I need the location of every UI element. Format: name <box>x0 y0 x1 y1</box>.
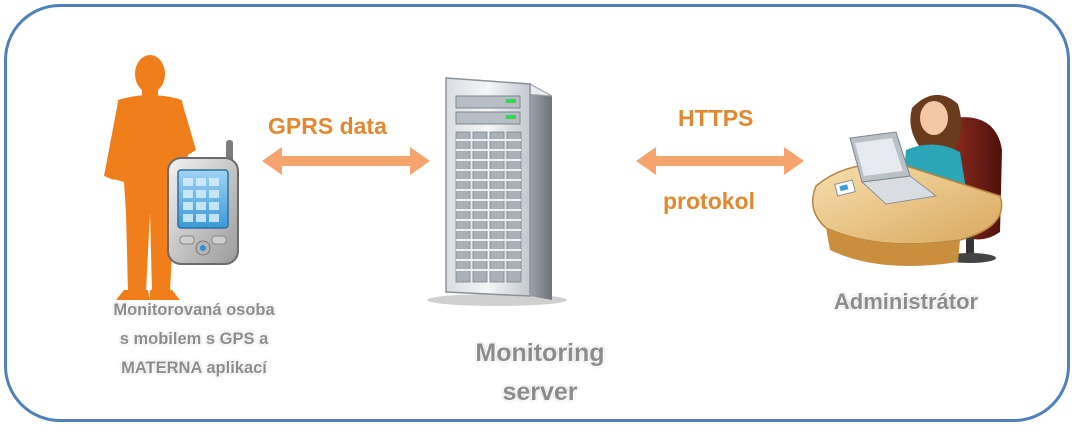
https-arrow <box>636 147 804 175</box>
administrator-at-desk-icon <box>811 94 1003 266</box>
server-caption: Monitoring server <box>420 334 660 412</box>
person-caption-line-2: s mobilem s GPS a <box>119 329 269 348</box>
gps-phone-icon <box>167 140 239 265</box>
server-caption-line-2: server <box>502 377 578 406</box>
person-caption-line-1: Monitorovaná osoba <box>113 301 275 319</box>
person-caption-line-3: MATERNA aplikací <box>121 358 267 377</box>
admin-caption: Administrátor <box>796 283 1016 322</box>
gprs-data-label: GPRS data <box>268 113 387 139</box>
person-caption: Monitorovaná osoba s mobilem s GPS a MAT… <box>60 296 328 383</box>
server-tower-icon <box>427 77 567 306</box>
protokol-label: protokol <box>663 188 755 214</box>
person-with-gps-phone-icon <box>104 55 239 300</box>
gprs-arrow <box>262 147 430 175</box>
admin-caption-line-1: Administrátor <box>833 289 979 314</box>
https-label: HTTPS <box>678 105 754 131</box>
server-caption-line-1: Monitoring <box>475 339 605 367</box>
